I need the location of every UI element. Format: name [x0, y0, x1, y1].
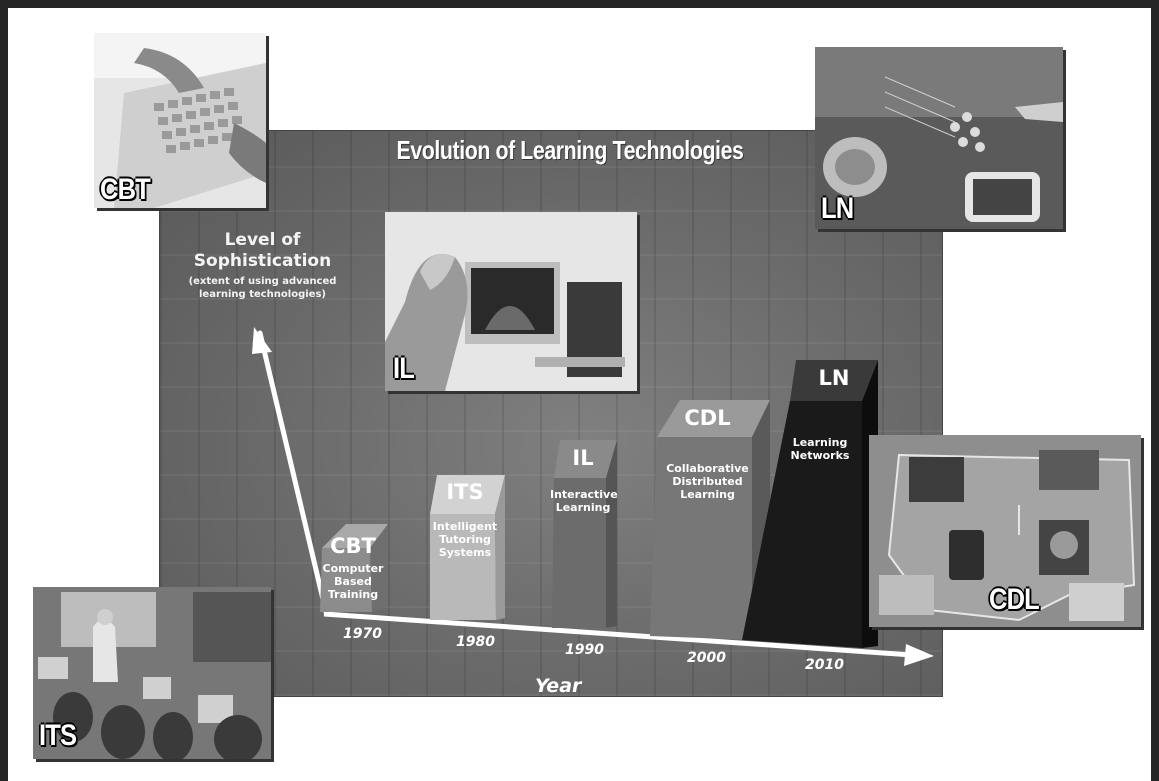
- stage-abbr-its: ITS: [446, 480, 484, 504]
- photo-cdl: CDL: [869, 435, 1141, 627]
- stage-abbr-cbt: CBT: [330, 534, 376, 558]
- classroom-illustration: [33, 587, 271, 759]
- stage-name-its: Intelligent Tutoring Systems: [432, 520, 498, 559]
- year-1990: 1990: [565, 642, 604, 658]
- year-1970: 1970: [343, 626, 382, 642]
- y-axis-note: (extent of using advanced learning techn…: [188, 276, 337, 300]
- bar-label-il: IL Interactive Learning: [550, 446, 618, 514]
- photo-its: ITS: [33, 587, 271, 759]
- stage-abbr-cdl: CDL: [684, 406, 731, 430]
- photo-label-its: ITS: [39, 719, 77, 752]
- photo-ln: LN: [815, 47, 1063, 229]
- x-axis-arrowhead: [904, 644, 934, 666]
- y-axis-label-group: Level of Sophistication (extent of using…: [180, 230, 345, 301]
- stage-name-il: Interactive Learning: [550, 488, 618, 514]
- year-2010: 2010: [805, 657, 844, 673]
- stage-name-cbt: Computer Based Training: [322, 562, 384, 601]
- keyboard-illustration: [94, 33, 266, 208]
- stage-name-ln: Learning Networks: [790, 436, 850, 462]
- y-axis-label: Level of Sophistication: [193, 230, 332, 271]
- year-2000: 2000: [687, 650, 726, 666]
- bar-cbt: [320, 524, 388, 612]
- bar-label-cdl: CDL Collaborative Distributed Learning: [660, 406, 755, 501]
- diagram-title: Evolution of Learning Technologies: [396, 135, 744, 165]
- photo-label-cbt: CBT: [100, 173, 151, 206]
- photo-label-il: IL: [393, 352, 415, 385]
- interactive-learning-illustration: [385, 212, 637, 391]
- photo-label-cdl: CDL: [989, 583, 1040, 616]
- stage-abbr-ln: LN: [818, 366, 850, 390]
- y-axis-arrowhead: [252, 327, 272, 354]
- y-axis-arrow: [257, 330, 329, 615]
- distributed-learning-map-illustration: [869, 435, 1141, 627]
- photo-il: IL: [385, 212, 637, 391]
- photo-cbt: CBT: [94, 33, 266, 208]
- bar-its: [430, 475, 505, 620]
- photo-label-ln: LN: [821, 192, 854, 225]
- x-axis-label: Year: [535, 675, 582, 697]
- bar-label-cbt: CBT Computer Based Training: [322, 534, 384, 601]
- stage-abbr-il: IL: [572, 446, 594, 470]
- x-axis-arrow: [323, 611, 913, 658]
- network-collage-illustration: [815, 47, 1063, 229]
- bar-il: [552, 440, 617, 628]
- bar-label-its: ITS Intelligent Tutoring Systems: [430, 480, 500, 559]
- bar-label-ln: LN Learning Networks: [790, 366, 878, 462]
- year-1980: 1980: [456, 634, 495, 650]
- stage-name-cdl: Collaborative Distributed Learning: [666, 462, 749, 501]
